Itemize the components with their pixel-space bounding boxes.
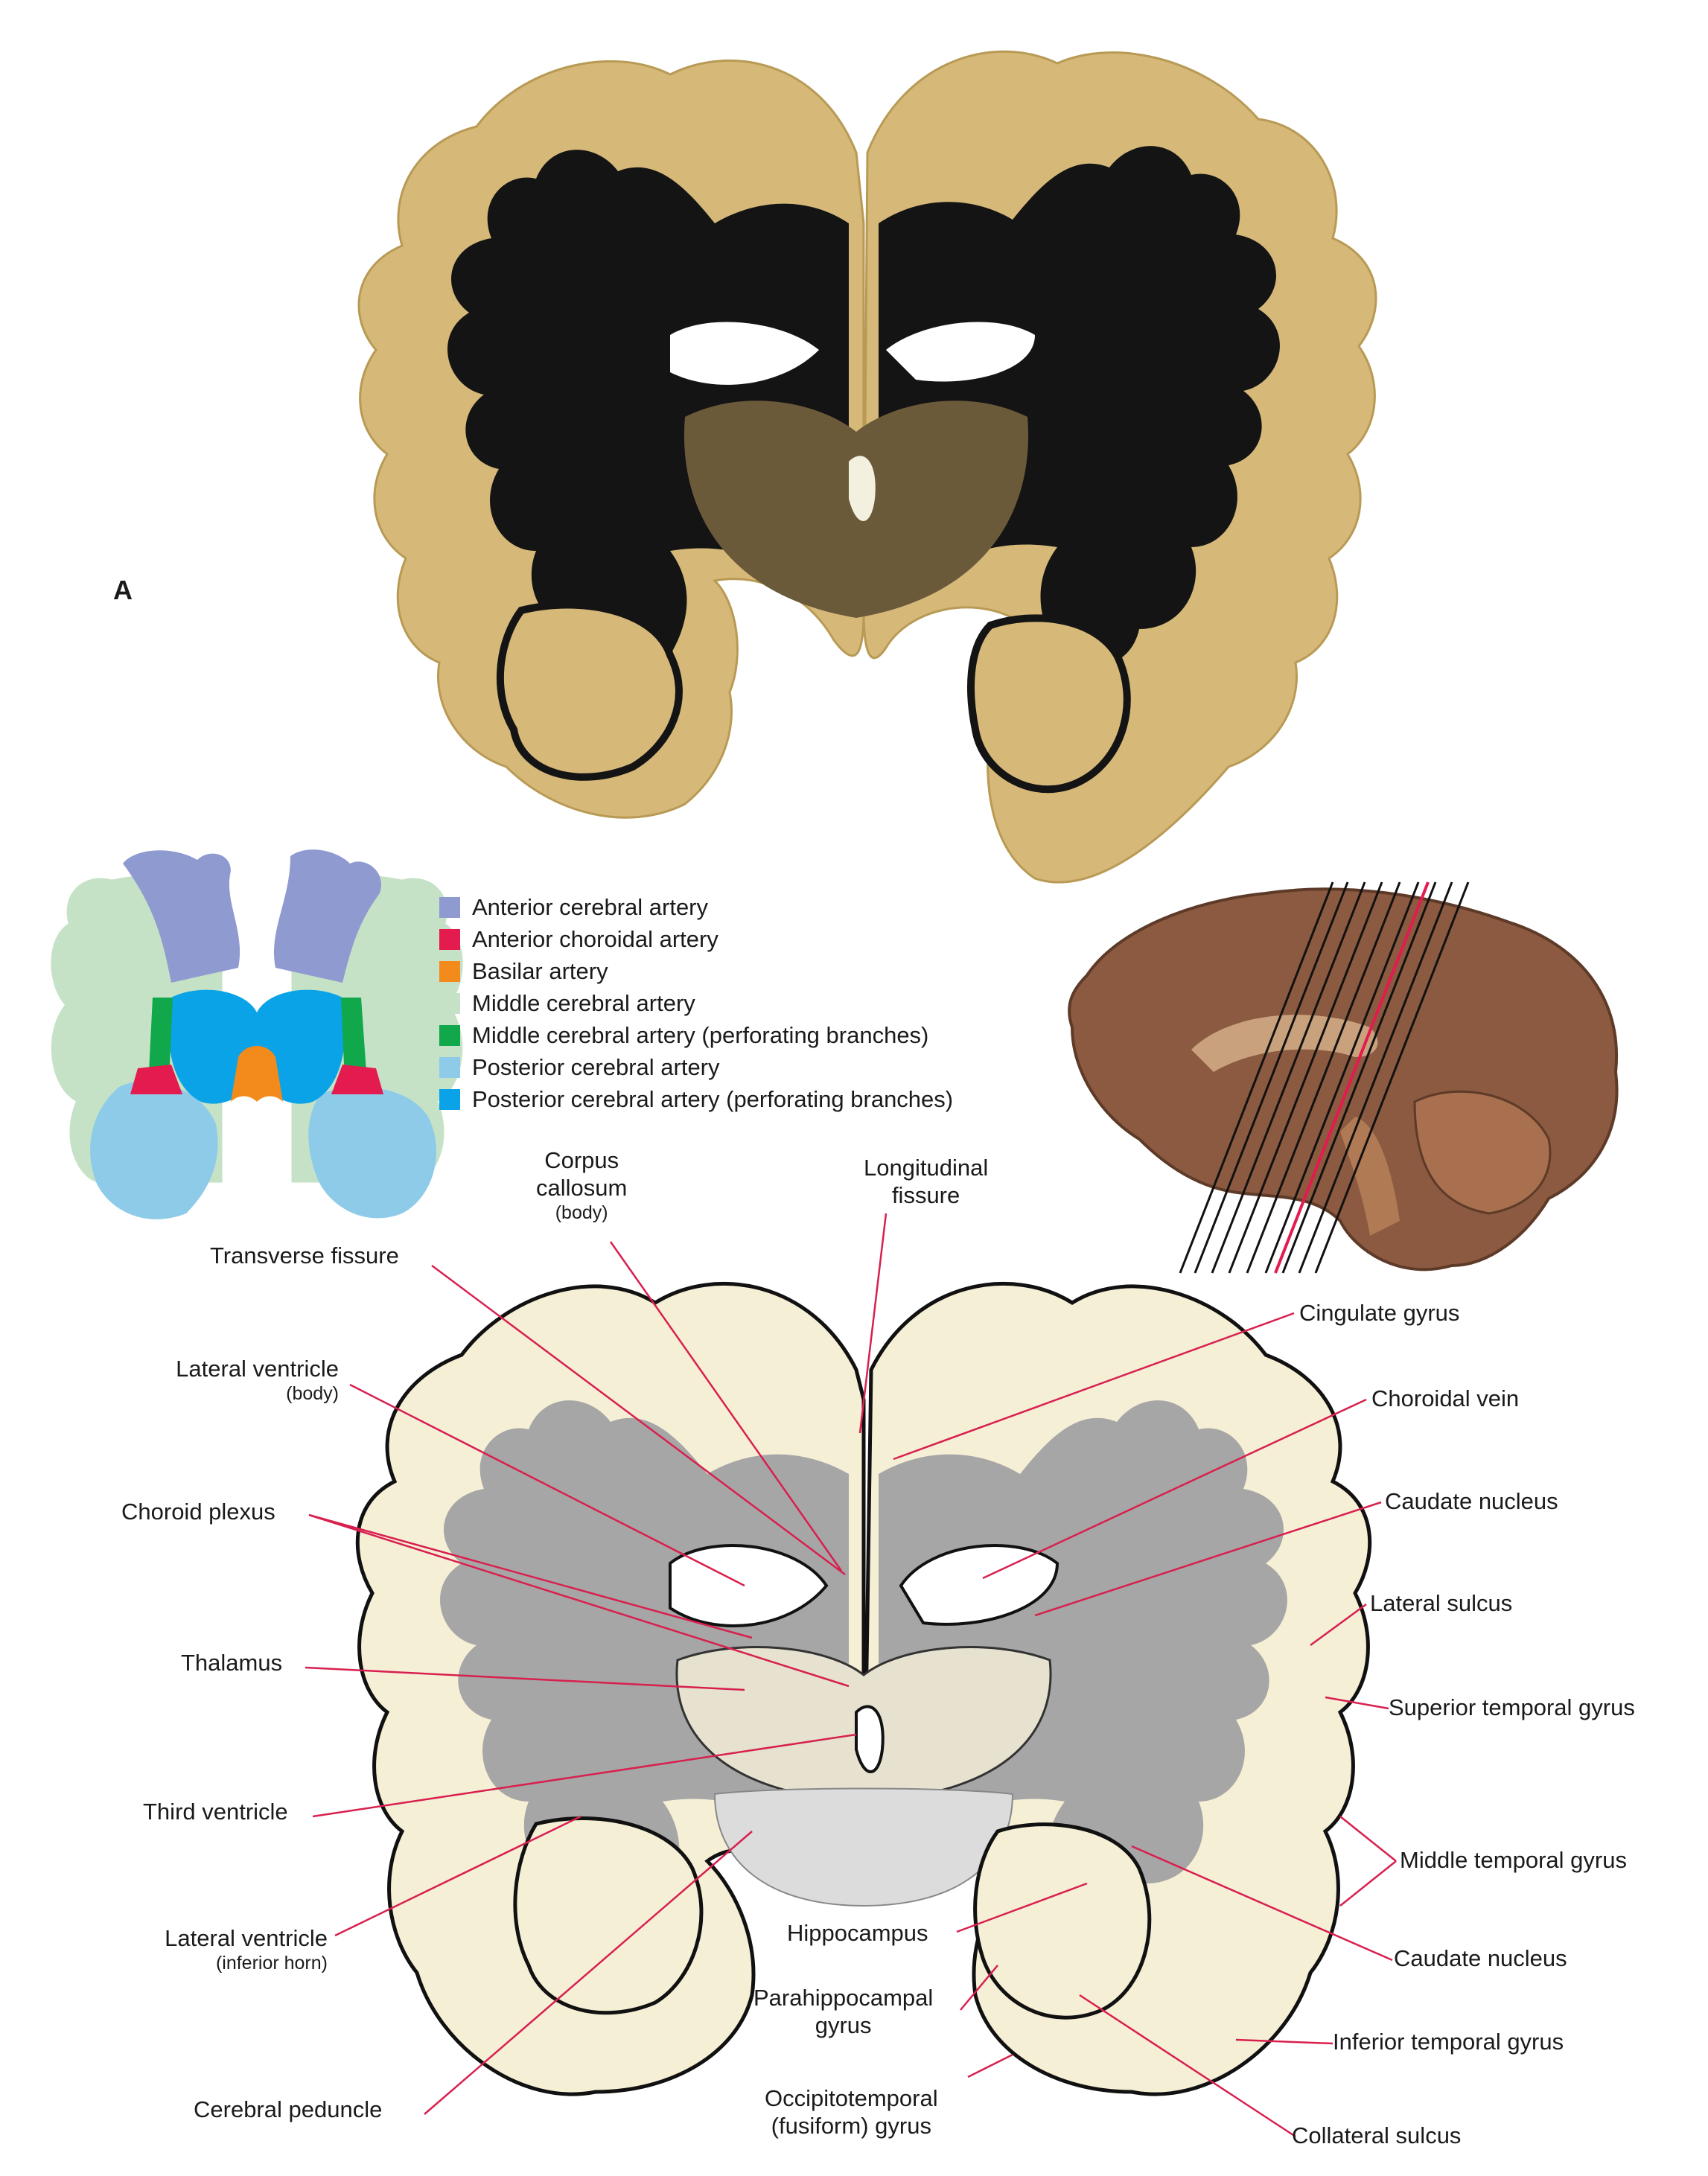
stained-right-temporal [967,614,1131,794]
stained-third-ventricle [849,456,876,521]
label-caudate-nucleus-lower: Caudate nucleus [1394,1945,1567,1971]
label-thalamus: Thalamus [181,1650,283,1676]
medial-brain-shape [1068,887,1619,1272]
territory-anterior-choroidal [130,1065,383,1094]
territory-middle-perforating [149,998,366,1072]
legend-item: Basilar artery [439,955,953,987]
label-parahippocampal-gyrus: Parahippocampal gyrus [753,1984,933,2039]
legend-swatch [439,1056,460,1078]
highlighted-section-plane [1274,881,1430,1274]
label-corpus-callosum-text: Corpus callosum [536,1147,628,1201]
label-corpus-callosum: Corpus callosum (body) [536,1146,627,1224]
legend-item: Anterior cerebral artery [439,891,953,923]
label-longitudinal-fissure: Longitudinal fissure [864,1154,988,1209]
drawing-left-temporal [513,1816,704,2015]
drawing-midbrain [713,1787,1014,1907]
legend-label: Anterior choroidal artery [472,925,718,952]
label-collateral-sulcus: Collateral sulcus [1292,2122,1462,2148]
label-transverse-fissure: Transverse fissure [210,1242,399,1269]
legend-item: Posterior cerebral artery [439,1051,953,1083]
label-cingulate-gyrus: Cingulate gyrus [1299,1300,1460,1326]
label-longitudinal-fissure-text: Longitudinal fissure [864,1155,989,1208]
legend-label: Basilar artery [472,957,608,984]
drawing-right-temporal [973,1822,1152,2020]
medial-brain-cerebellum [1413,1090,1552,1215]
legend-label: Posterior cerebral artery [472,1053,720,1080]
territory-posterior-cerebral [90,1081,437,1219]
legend-item: Middle cerebral artery (perforating bran… [439,1019,953,1051]
label-lateral-ventricle-inferior-sub: (inferior horn) [215,1953,328,1974]
label-caudate-nucleus-upper: Caudate nucleus [1385,1488,1558,1514]
medial-brain-photo [1068,881,1619,1274]
drawing-ventricles [669,1544,1059,1627]
label-lateral-ventricle-inferior: Lateral ventricle (inferior horn) [119,1924,328,1974]
legend-label: Anterior cerebral artery [472,893,709,920]
label-lateral-ventricle-body-text: Lateral ventricle [176,1356,339,1382]
legend-swatch [439,960,460,982]
legend-item: Anterior choroidal artery [439,923,953,955]
label-choroid-plexus: Choroid plexus [121,1499,275,1525]
medial-brain-brainstem [1340,1117,1400,1236]
stained-ventricles [670,322,1035,385]
panel-label: A [113,575,133,605]
leader-lines [305,1213,1397,2138]
label-superior-temporal-gyrus: Superior temporal gyrus [1389,1694,1635,1720]
legend-swatch [439,896,460,918]
legend-swatch [439,992,460,1014]
label-choroidal-vein: Choroidal vein [1371,1385,1520,1411]
label-lateral-ventricle-body-sub: (body) [286,1383,339,1404]
legend-label: Middle cerebral artery [472,989,695,1016]
legend-item: Posterior cerebral artery (perforating b… [439,1083,953,1115]
legend-label: Posterior cerebral artery (perforating b… [472,1085,954,1112]
legend-swatch [439,1024,460,1046]
label-inferior-temporal-gyrus: Inferior temporal gyrus [1333,2029,1564,2055]
legend-swatch [439,1088,460,1110]
label-occipitotemporal-gyrus-text: Occipitotemporal (fusiform) gyrus [765,2085,938,2139]
territory-anterior-cerebral [123,849,381,983]
stained-coronal-section [357,50,1377,884]
label-third-ventricle: Third ventricle [143,1799,288,1825]
label-lateral-sulcus: Lateral sulcus [1370,1590,1513,1616]
vascular-territory-diagram [48,849,465,1219]
legend-swatch [439,928,460,950]
drawing-third-ventricle [855,1705,885,1773]
label-cerebral-peduncle: Cerebral peduncle [194,2096,383,2122]
label-hippocampus: Hippocampus [787,1920,928,1946]
legend-label: Middle cerebral artery (perforating bran… [472,1021,929,1048]
label-lateral-ventricle-body: Lateral ventricle (body) [149,1355,339,1405]
label-corpus-callosum-sub: (body) [555,1202,608,1223]
label-occipitotemporal-gyrus: Occipitotemporal (fusiform) gyrus [765,2084,938,2140]
label-middle-temporal-gyrus: Middle temporal gyrus [1400,1847,1627,1873]
label-lateral-ventricle-inferior-text: Lateral ventricle [165,1925,328,1951]
stained-left-temporal [496,601,683,781]
legend-item: Middle cerebral artery [439,987,953,1019]
territory-basilar [231,1046,283,1102]
section-plane-lines [1179,881,1470,1274]
label-parahippocampal-gyrus-text: Parahippocampal gyrus [753,1985,934,2038]
labeled-coronal-drawing [355,1282,1372,2096]
